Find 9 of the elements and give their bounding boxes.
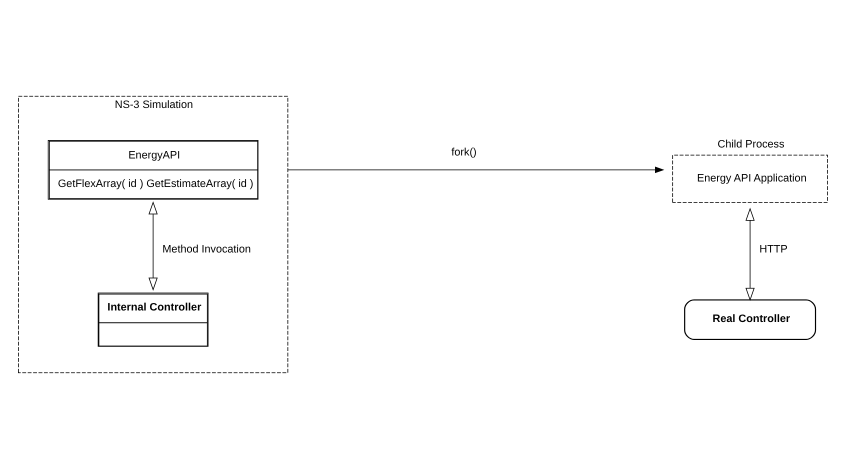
arrow (745, 207, 755, 301)
node-label: Child Process (718, 138, 784, 150)
node-box: Real Controller (684, 298, 816, 340)
edge-label: fork() (451, 146, 477, 158)
node-box: Energy API Application (672, 154, 828, 202)
arrow (287, 166, 664, 173)
arrow (148, 200, 158, 290)
edge-label: Method Invocation (162, 242, 251, 255)
edge-label: HTTP (759, 242, 788, 255)
